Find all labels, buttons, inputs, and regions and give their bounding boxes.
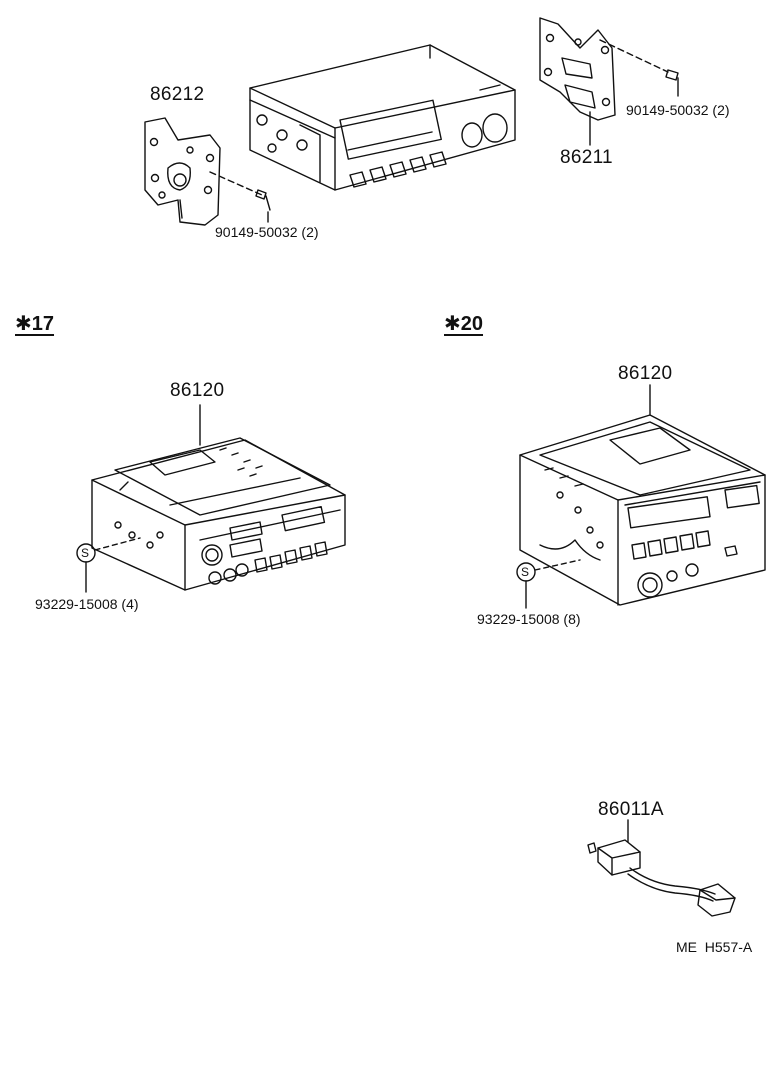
label-radio-17: 86120: [170, 380, 225, 401]
screw-left: [210, 172, 270, 222]
label-screw-20: 93229-15008 (8): [477, 611, 581, 627]
label-connector: 86011A: [598, 799, 664, 820]
label-bracket-right: 86211: [560, 147, 613, 168]
label-bracket-left: 86212: [150, 84, 205, 105]
screw-20: [517, 560, 580, 608]
radio-unit-top: [250, 45, 515, 190]
connector-86011A: [588, 820, 735, 916]
diagram-code: ME H557-A: [676, 939, 753, 955]
section-20-label: ✱20: [444, 313, 484, 335]
label-screw-17: 93229-15008 (4): [35, 596, 139, 612]
screw-symbol-17: S: [81, 546, 90, 560]
screw-17: [77, 538, 140, 592]
screw-right: [600, 40, 678, 96]
section-17-label: ✱17: [15, 313, 55, 335]
bracket-left: [145, 118, 220, 225]
screw-symbol-20: S: [521, 565, 530, 579]
bracket-right: [540, 18, 615, 145]
label-screw-right: 90149-50032 (2): [626, 102, 730, 118]
radio-unit-17: [92, 405, 345, 590]
label-screw-left: 90149-50032 (2): [215, 224, 319, 240]
radio-unit-20: [520, 385, 765, 605]
label-radio-20: 86120: [618, 363, 673, 384]
